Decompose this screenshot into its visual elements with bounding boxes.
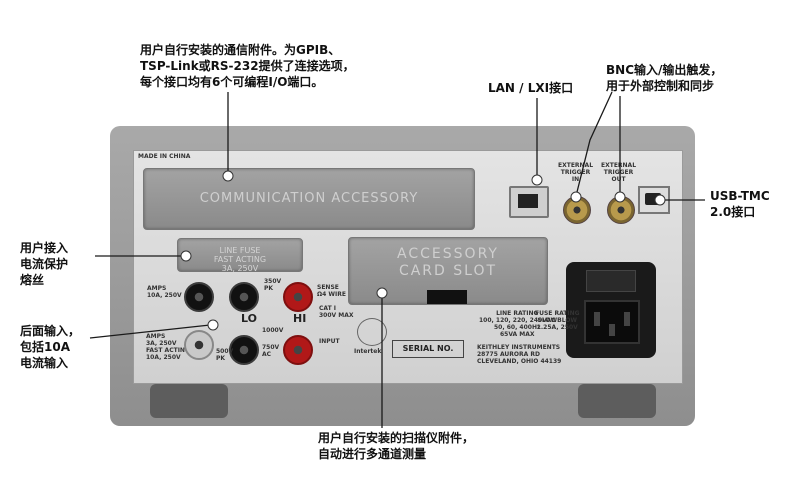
comm-accessory-annotation: 用户自行安装的通信附件。为GPIB、 TSP-Link或RS-232提供了连接选… (140, 43, 355, 89)
input-label: INPUT (319, 338, 340, 345)
serial-box: SERIAL NO. (392, 340, 464, 358)
sense-label: SENSE Ω4 WIRE (317, 284, 346, 298)
hi-label: HI (293, 312, 307, 325)
line-rating-label: LINE RATING 100, 120, 220, 240VAC 50, 60… (479, 310, 556, 338)
made-in-label: MADE IN CHINA (138, 153, 191, 160)
marker-usb (654, 194, 666, 206)
1000v-label: 1000V (262, 327, 284, 334)
350v-pk-label: 350V PK (264, 278, 282, 292)
maker-label: KEITHLEY INSTRUMENTS 28775 AURORA RD CLE… (477, 344, 562, 365)
marker-rear-input (207, 319, 219, 331)
lo-sense-jack (229, 282, 259, 312)
left-foot (150, 384, 228, 418)
cat-label: CAT I 300V MAX (319, 305, 354, 319)
hi-sense-jack (283, 282, 313, 312)
fuse-rating-label: FUSE RATING SLOWBLOW 1.25A, 250V (535, 310, 580, 331)
usb-annotation: USB-TMC 2.0接口 (710, 189, 770, 219)
lo-label: LO (241, 312, 257, 325)
marker-scanner (376, 287, 388, 299)
ext-trig-in-label: EXTERNAL TRIGGER IN (558, 162, 594, 183)
lan-port (509, 186, 549, 218)
ac-fuse-drawer (586, 270, 636, 292)
leader-bnc-in (575, 91, 613, 197)
line-fuse-plate: LINE FUSE FAST ACTING 3A, 250V (177, 238, 303, 273)
marker-fuse (180, 250, 192, 262)
fuse-annotation: 用户接入 电流保护 熔丝 (20, 241, 69, 287)
communication-accessory-plate: COMMUNICATION ACCESSORY (143, 168, 475, 230)
marker-bnc-in (570, 191, 582, 203)
amps-3a-label: AMPS 3A, 250V FAST ACTING 10A, 250V (146, 333, 190, 361)
scanner-annotation: 用户自行安装的扫描仪附件， 自动进行多通道测量 (318, 431, 475, 461)
bnc-annotation: BNC输入/输出触发， 用于外部控制和同步 (606, 63, 723, 93)
500v-pk-label: 500V PK (216, 348, 234, 362)
marker-lan (531, 174, 543, 186)
hi-input-jack (283, 335, 313, 365)
marker-comm (222, 170, 234, 182)
750v-ac-label: 750V AC (262, 344, 280, 358)
lan-annotation: LAN / LXI接口 (488, 81, 574, 95)
amps-3a-jack (184, 330, 214, 360)
intertek-label: Intertek (354, 348, 382, 355)
card-slot-opening (427, 290, 467, 304)
leader-rear-input (89, 324, 211, 339)
ac-socket (584, 300, 640, 344)
rear-input-annotation: 后面输入， 包括10A 电流输入 (20, 324, 81, 370)
marker-bnc-out (614, 191, 626, 203)
ext-trig-out-label: EXTERNAL TRIGGER OUT (601, 162, 637, 183)
lo-input-jack (229, 335, 259, 365)
amps-10a-label: AMPS 10A, 250V (147, 285, 182, 299)
ac-power-inlet (566, 262, 656, 358)
right-foot (578, 384, 656, 418)
amps-10a-jack (184, 282, 214, 312)
etl-mark (357, 318, 387, 346)
